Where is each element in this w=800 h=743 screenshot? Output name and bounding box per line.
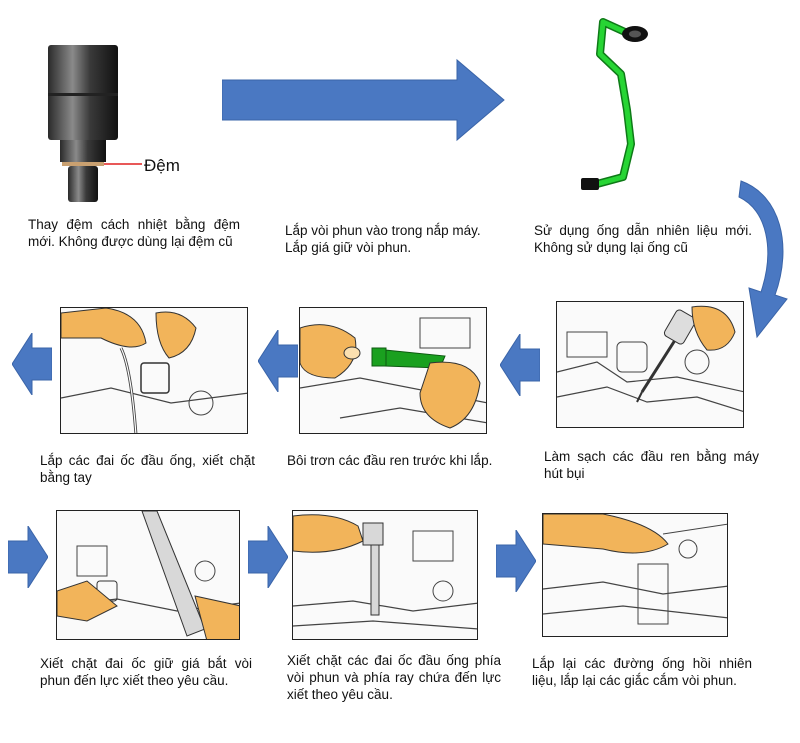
panel-torque-clamp (56, 510, 240, 640)
curved-down-arrow (735, 175, 797, 345)
panel-hand-tighten (60, 307, 248, 434)
caption-install-injector-line1: Lắp vòi phun vào trong nắp máy. (285, 223, 481, 238)
panel-clean-threads (556, 301, 744, 428)
caption-new-fuel-pipe: Sử dụng ống dẫn nhiên liệu mới. Không sử… (534, 223, 752, 255)
panel-lubricate-threads (299, 307, 487, 434)
large-right-arrow (222, 58, 507, 143)
panel-return-pipes (542, 513, 728, 637)
injector-photo (38, 45, 148, 205)
panel-torque-pipe-nuts (292, 510, 478, 640)
right-arrow-3a (8, 526, 48, 588)
caption-torque-clamp: Xiết chặt đai ốc giữ giá bắt vòi phun đế… (40, 656, 252, 688)
caption-return-pipes: Lắp lại các đường ống hồi nhiên liệu, lắ… (532, 656, 752, 688)
caption-lubricate-threads: Bôi trơn các đầu ren trước khi lắp. (287, 453, 493, 468)
left-arrow-2c (12, 333, 52, 395)
gasket-label: Đệm (144, 156, 180, 175)
caption-hand-tighten: Lắp các đai ốc đầu ống, xiết chặt bằng t… (40, 453, 255, 485)
caption-install-injector: Lắp vòi phun vào trong nắp máy. Lắp giá … (285, 222, 500, 256)
caption-replace-gasket: Thay đệm cách nhiệt bằng đệm mới. Không … (28, 217, 240, 249)
caption-install-injector-line2: Lắp giá giữ vòi phun. (285, 240, 412, 255)
caption-torque-pipe-nuts: Xiết chặt các đai ốc đầu ống phía vòi ph… (287, 653, 501, 702)
fuel-pipe-image (575, 12, 665, 197)
left-arrow-2b (258, 330, 298, 392)
right-arrow-3b (248, 526, 288, 588)
caption-clean-threads: Làm sạch các đầu ren bằng máy hút bụi (544, 449, 759, 481)
left-arrow-2a (500, 334, 540, 396)
right-arrow-3c (496, 530, 536, 592)
